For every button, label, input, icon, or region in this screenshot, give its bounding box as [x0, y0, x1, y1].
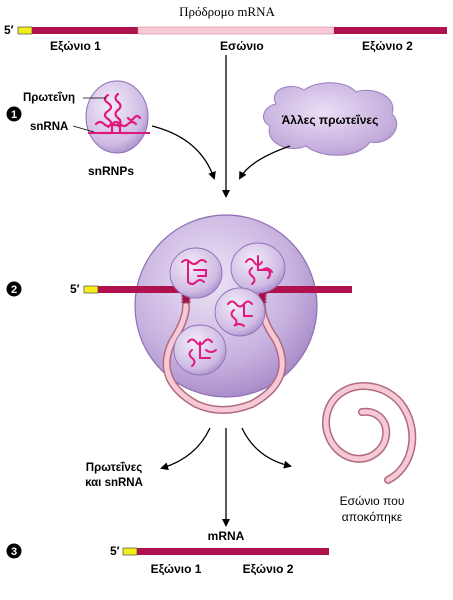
snrnp-subunit-2-rna	[245, 255, 273, 285]
mrna-cap	[122, 547, 138, 556]
pre-mrna-title: Πρόδρομο mRNA	[179, 4, 275, 19]
step-3-marker: 3	[6, 543, 22, 559]
mrna-strand	[122, 547, 329, 556]
other-proteins-cloud	[262, 82, 398, 156]
pre-mrna-intron	[137, 26, 335, 35]
mrna-exon2-label: Εξώνιο 2	[243, 562, 294, 576]
released-proteins-line1: Πρωτεΐνες	[86, 462, 142, 474]
snrnp-subunit-4-rna	[187, 338, 217, 367]
spliceosome-cap	[83, 285, 99, 294]
mrna-exon1	[137, 548, 234, 555]
intron-loop-core	[164, 303, 285, 413]
excised-intron-line1: Εσώνιο που	[340, 494, 405, 508]
excised-intron-lariat	[323, 383, 415, 483]
pre-mrna-strand	[17, 26, 447, 35]
other-proteins-label: Άλλες πρωτεΐνες	[282, 113, 379, 127]
step-1-marker: 1	[6, 106, 22, 122]
snrnps-caption: snRNPs	[88, 164, 134, 178]
arrow-to-excised-intron	[241, 427, 292, 469]
mrna-label: mRNA	[208, 529, 245, 543]
pre-mrna-exon1-label: Εξώνιο 1	[50, 39, 101, 53]
arrow-proteins-to-spliceosome	[239, 145, 291, 180]
mrna-five-prime: 5′	[110, 544, 120, 558]
spliceosome-five-prime: 5′	[70, 282, 80, 296]
mrna-exon1-label: Εξώνιο 1	[151, 562, 202, 576]
arrow-to-released-proteins	[160, 427, 211, 471]
pre-mrna-five-prime: 5′	[4, 23, 14, 37]
snrna-leader-line	[72, 125, 95, 133]
snrnp-subunit-3-rna	[227, 300, 253, 327]
excised-intron-line2: αποκόπηκε	[342, 510, 403, 524]
pre-mrna-exon2	[334, 27, 447, 34]
pre-mrna-intron-label: Εσώνιο	[220, 39, 264, 53]
arrow-snrnp-to-spliceosome	[151, 125, 216, 180]
released-proteins-line2: και snRNA	[85, 477, 143, 489]
pre-mrna-cap	[17, 26, 33, 35]
pre-mrna-exon1	[32, 27, 138, 34]
step-2-number: 2	[11, 284, 17, 296]
snrnp-subunit-1	[169, 247, 223, 299]
snrnp-subunit-3	[214, 287, 266, 337]
pre-mrna-exon2-label: Εξώνιο 2	[362, 39, 413, 53]
step-1-number: 1	[11, 109, 17, 121]
step-3-number: 3	[11, 546, 17, 558]
snrnp-snrna-squiggle	[94, 92, 142, 135]
mrna-exon2	[234, 548, 329, 555]
snrna-label: snRNA	[30, 121, 68, 133]
protein-label: Πρωτεΐνη	[23, 92, 75, 104]
snrnp-subunit-1-rna	[181, 259, 207, 285]
step-2-marker: 2	[6, 281, 22, 297]
